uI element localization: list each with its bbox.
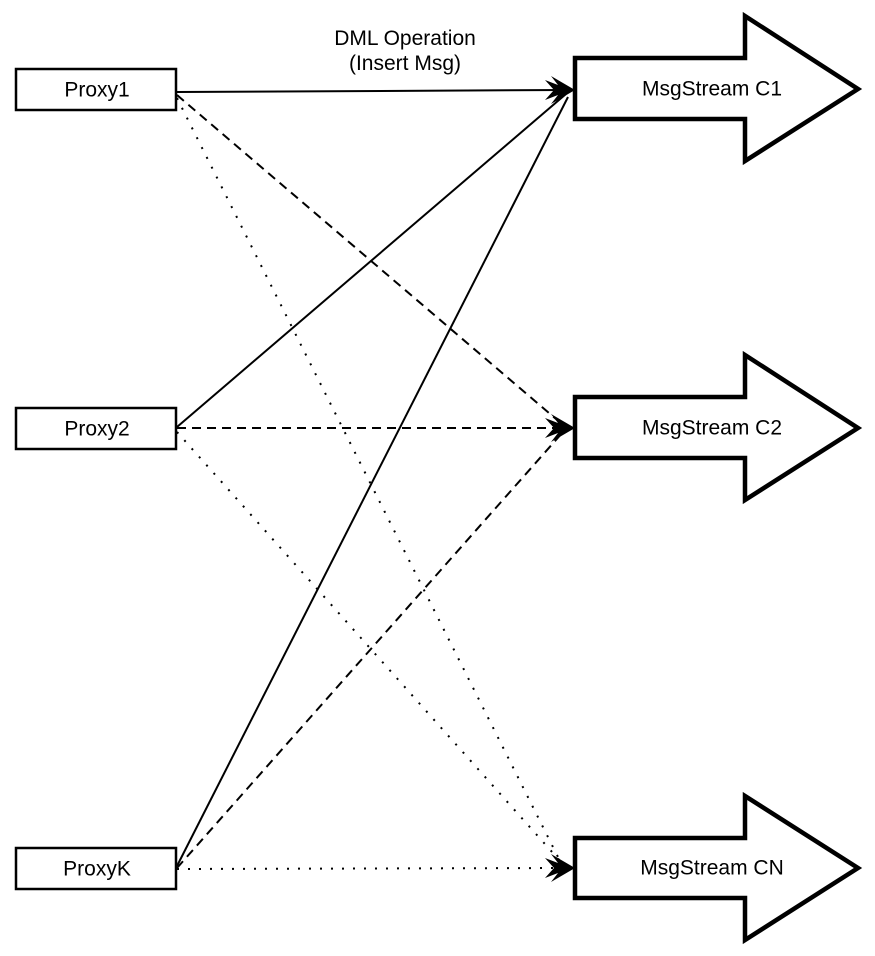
arrowhead-c1-icon <box>545 76 575 104</box>
arrowhead-c2-icon <box>545 414 575 442</box>
edge-proxy1-to-cn <box>176 97 562 864</box>
proxy2-box[interactable] <box>14 406 178 451</box>
edge-proxy2-to-cn <box>176 431 562 863</box>
arrowhead-group <box>545 76 575 882</box>
proxy-node-proxyk[interactable]: ProxyK <box>14 846 178 891</box>
msgstream-c1-arrow-icon[interactable] <box>572 11 863 166</box>
proxy1-box[interactable] <box>14 67 178 112</box>
edge-proxy1-to-c1 <box>176 89 567 93</box>
dml-operation-title: DML Operation <box>334 27 476 50</box>
msgstream-c2-label: MsgStream C2 <box>642 417 782 440</box>
edge-proxy2-to-c1 <box>176 93 567 428</box>
stream-node-c2[interactable]: MsgStream C2 <box>572 350 863 505</box>
proxyk-label: ProxyK <box>63 858 131 881</box>
edge-proxyk-to-cn <box>176 867 562 870</box>
stream-node-cn[interactable]: MsgStream CN <box>572 791 863 945</box>
msgstream-cn-arrow-icon[interactable] <box>572 791 863 945</box>
proxy-node-proxy2[interactable]: Proxy2 <box>14 406 178 451</box>
edge-group-proxyk <box>176 96 569 870</box>
msgstream-c1-label: MsgStream C1 <box>642 78 782 101</box>
edge-label-dml-operation: DML Operation (Insert Msg) <box>334 27 476 75</box>
edge-proxyk-to-c1 <box>176 96 569 867</box>
edge-proxy1-to-c2 <box>176 94 564 426</box>
arrowhead-cn-icon <box>545 854 575 882</box>
edge-proxyk-to-c2 <box>176 431 564 869</box>
edge-group-proxy1 <box>176 89 567 864</box>
msgstream-c2-arrow-icon[interactable] <box>572 350 863 505</box>
proxy1-label: Proxy1 <box>64 79 129 102</box>
proxy2-label: Proxy2 <box>64 418 129 441</box>
stream-node-c1[interactable]: MsgStream C1 <box>572 11 863 166</box>
dml-operation-subtitle: (Insert Msg) <box>349 52 461 75</box>
edge-group-proxy2 <box>176 93 567 863</box>
proxyk-box[interactable] <box>14 846 178 891</box>
proxy-node-proxy1[interactable]: Proxy1 <box>14 67 178 112</box>
msgstream-cn-label: MsgStream CN <box>640 857 784 880</box>
